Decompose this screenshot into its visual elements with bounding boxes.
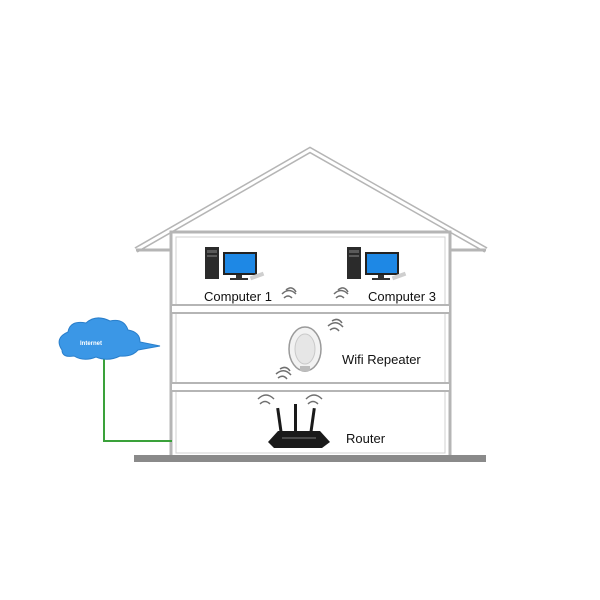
repeater-label: Wifi Repeater [342, 352, 421, 367]
floor-divider-upper [171, 305, 450, 313]
cloud-icon: Internet [59, 318, 160, 359]
internet-cable [104, 356, 172, 441]
router-label: Router [346, 431, 386, 446]
floor-divider-lower [171, 383, 450, 391]
ground-line [134, 455, 486, 462]
internet-label: Internet [80, 341, 102, 347]
wifi-repeater-icon [289, 327, 321, 371]
computer-right-label: Computer 3 [368, 289, 436, 304]
computer-left-label: Computer 1 [204, 289, 272, 304]
